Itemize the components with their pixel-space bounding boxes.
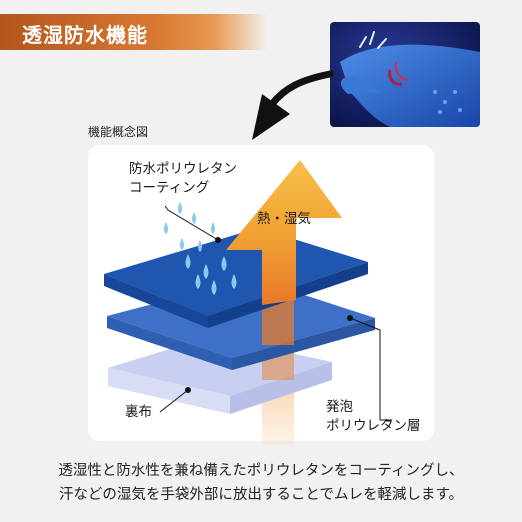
header-band — [0, 14, 268, 50]
foam-label-line1: 発泡 — [326, 399, 353, 415]
caption-line1: 透湿性と防水性を兼ね備えたポリウレタンをコーティングし、 — [58, 463, 464, 479]
heat-moisture-label: 熱・湿気 — [257, 211, 311, 227]
leader-lines — [159, 205, 392, 421]
coating-layer — [104, 228, 368, 316]
lining-layer-side — [108, 368, 230, 414]
caption-line2: 汗などの湿気を手袋外部に放出することでムレを軽減します。 — [58, 487, 464, 503]
foam-layer-label: 発泡 ポリウレタン層 — [326, 398, 421, 436]
foam-label-line2: ポリウレタン層 — [326, 418, 421, 434]
heat-moisture-arrow — [226, 160, 342, 305]
coating-label-line1: 防水ポリウレタン — [129, 161, 237, 177]
diagram-title: 機能概念図 — [88, 125, 149, 139]
lining-layer-side2 — [230, 362, 332, 414]
foam-layer — [107, 278, 375, 358]
coating-label-line2: コーティング — [129, 180, 210, 196]
lining-label: 裏布 — [125, 404, 152, 420]
foam-layer-side — [107, 316, 232, 370]
water-droplets — [164, 202, 237, 295]
coating-label: 防水ポリウレタン コーティング — [129, 160, 237, 198]
glove-photo — [330, 22, 480, 127]
page-title: 透湿防水機能 — [22, 23, 148, 47]
coating-layer-side — [104, 274, 208, 328]
leader-dots — [185, 237, 353, 393]
glove-image — [330, 22, 480, 127]
foam-layer-side2 — [232, 318, 375, 370]
